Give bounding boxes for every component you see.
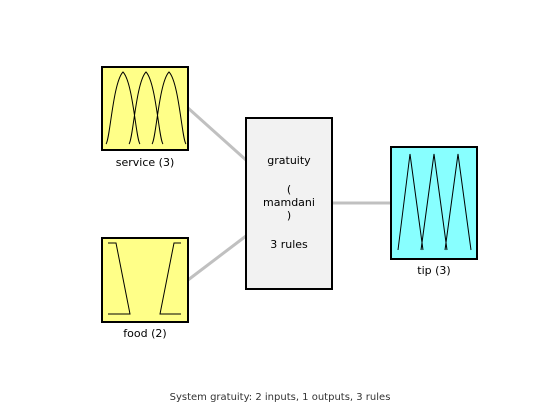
service-membership-functions-icon (105, 71, 187, 145)
input-food-label: food (2) (123, 327, 167, 340)
system-name: gratuity (267, 154, 311, 167)
system-rules: 3 rules (270, 238, 308, 251)
system-close-paren: ) (286, 209, 292, 222)
connector-food-to-system (187, 234, 247, 282)
output-tip-label: tip (3) (417, 264, 451, 277)
input-food-box[interactable] (101, 237, 189, 323)
food-membership-functions-icon (108, 242, 181, 315)
input-service-box[interactable] (101, 66, 189, 151)
system-type: mamdani (263, 196, 315, 209)
tip-membership-functions-icon (397, 153, 472, 251)
system-box[interactable] (245, 117, 333, 290)
system-open-paren: ( (286, 183, 292, 196)
output-tip-box[interactable] (390, 146, 478, 260)
input-service-label: service (3) (115, 156, 175, 169)
connector-service-to-system (186, 106, 248, 162)
system-summary-caption: System gratuity: 2 inputs, 1 outputs, 3 … (169, 392, 391, 403)
